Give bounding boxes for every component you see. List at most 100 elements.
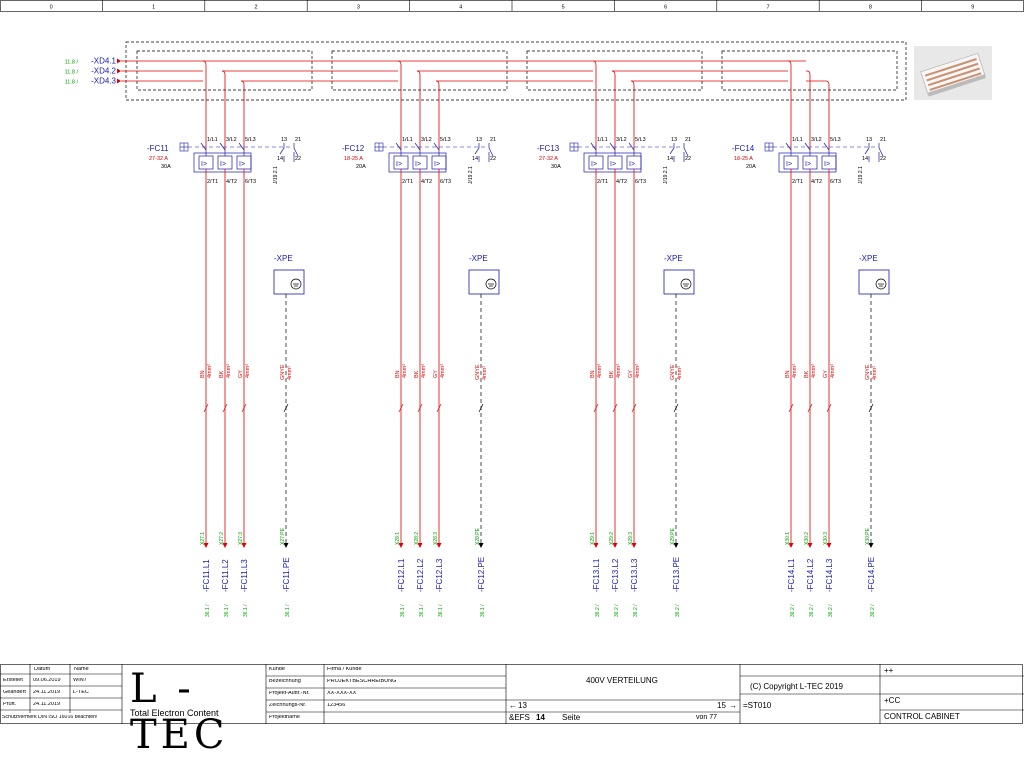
aux-ref: J/19.2.1 (858, 166, 864, 184)
wire-color: BN (785, 370, 791, 378)
contact-in-label: 3/L2 (811, 137, 822, 143)
pe-wire-target: -FC12.PE (477, 557, 486, 592)
logo-subtitle: Total Electron Content (130, 708, 219, 718)
trip-symbol: I> (201, 161, 207, 168)
wire-arrow (283, 543, 289, 548)
contact-blade (395, 142, 402, 151)
breaker-name: -FC12 (342, 144, 365, 153)
wire-color: BN (200, 370, 206, 378)
terminal-arrow (117, 68, 121, 74)
aux-contact-no (279, 143, 285, 162)
next-page-arrow[interactable]: → (729, 702, 737, 710)
column-number: 7 (766, 5, 769, 11)
contact-blade (609, 142, 616, 151)
contact-blade (433, 142, 440, 151)
prev-page-number[interactable]: 13 (518, 702, 527, 710)
pe-terminal-label: -XPE (664, 254, 683, 263)
wire-color: GY (823, 370, 829, 378)
wire-color: GY (628, 370, 634, 378)
field-auftrag-value: XX-XXX-XX (327, 691, 357, 696)
column-number: 1 (152, 5, 155, 11)
column-number: 4 (459, 5, 462, 11)
phase-tap (806, 70, 811, 150)
wire-size: 4mm² (830, 364, 836, 378)
ground-icon (875, 278, 887, 290)
wire-arrow (612, 543, 618, 548)
wire-arrow (436, 543, 442, 548)
contact-in-label: 5/L3 (830, 137, 841, 143)
phase-tap (825, 80, 830, 150)
contact-in-label: 1/L1 (402, 137, 413, 143)
pe-terminal-label: -XPE (274, 254, 293, 263)
wire-xref: X29:1 (590, 532, 596, 545)
wire-arrow (631, 543, 637, 548)
column-number: 2 (254, 5, 257, 11)
wire-target-ref: 36.1 / (419, 604, 425, 617)
wire-arrow (241, 543, 247, 548)
contact-out-label: 6/T3 (245, 179, 256, 185)
wire-size: 4mm² (811, 364, 817, 378)
wire-target: -FC11.L3 (240, 559, 249, 592)
aux-label: 21 (880, 137, 886, 143)
phase-tap (787, 60, 792, 150)
wire-target-ref: 36.1 / (224, 604, 230, 617)
column-number: 8 (869, 5, 872, 11)
pe-wire-target: -FC11.PE (282, 557, 291, 592)
wire-target-ref: 36.2 / (614, 604, 620, 617)
phase-tap (435, 80, 440, 150)
plus-plus: ++ (884, 667, 894, 675)
prev-page-arrow[interactable]: ← (509, 702, 517, 710)
breaker-rating: 20A (746, 164, 756, 170)
pe-wire-xref: X29:PE (670, 527, 676, 545)
phase-tap (416, 70, 421, 150)
aux-label: 13 (281, 137, 287, 143)
wire-xref: X29:2 (609, 532, 615, 545)
wire-target: -FC11.L1 (202, 559, 211, 592)
pe-terminal-label: -XPE (859, 254, 878, 263)
breaker-rating: 30A (551, 164, 561, 170)
pe-terminal (663, 269, 695, 295)
wire-arrow (478, 543, 484, 548)
field-zeichnung-value: 123456 (327, 703, 346, 708)
terminal-arrow (117, 58, 121, 64)
contact-blade (219, 142, 226, 151)
aux-label: 14 (667, 156, 673, 162)
wire-color: BK (414, 370, 420, 378)
contact-blade (628, 142, 635, 151)
wire-target: -FC12.L3 (435, 558, 444, 592)
pe-wire-target-ref: 36.1 / (285, 604, 291, 617)
hdr-datum: Datum (34, 667, 51, 672)
trip-symbol: I> (786, 161, 792, 168)
trip-symbol: I> (434, 161, 440, 168)
contact-blade (785, 142, 792, 151)
breaker-body (193, 152, 252, 173)
aux-contact-no (864, 143, 870, 162)
wire-target-ref: 36.2 / (633, 604, 639, 617)
wire-arrow (673, 543, 679, 548)
field-kunde-label: Kunde (269, 667, 285, 672)
pe-wire-target-ref: 36.2 / (675, 604, 681, 617)
wire-target: -FC13.L3 (630, 558, 639, 592)
aux-label: 22 (490, 156, 496, 162)
wire-xref: X30:1 (785, 532, 791, 545)
wire-arrow (807, 543, 813, 548)
trip-symbol: I> (610, 161, 616, 168)
contact-in-label: 1/L1 (792, 137, 803, 143)
aux-ref: J/19.2.1 (273, 166, 279, 184)
breaker-rating: 20A (356, 164, 366, 170)
breaker-name: -FC11 (147, 144, 169, 153)
field-auftrag-label: Projekt-Auftr.-Nr. (269, 691, 310, 696)
breaker-body (778, 152, 837, 173)
pe-wire-size: 4mm² (677, 366, 683, 380)
page-number: 14 (536, 714, 545, 722)
wire-target-ref: 36.2 / (828, 604, 834, 617)
contact-out-label: 4/T2 (226, 179, 237, 185)
aux-contact-nc (683, 143, 689, 162)
next-page-number[interactable]: 15 (717, 702, 726, 710)
contact-out-label: 2/T1 (792, 179, 803, 185)
row-prueft-label: Prüft. (3, 702, 17, 707)
contact-out-label: 4/T2 (616, 179, 627, 185)
page-total: von 77 (696, 714, 718, 721)
